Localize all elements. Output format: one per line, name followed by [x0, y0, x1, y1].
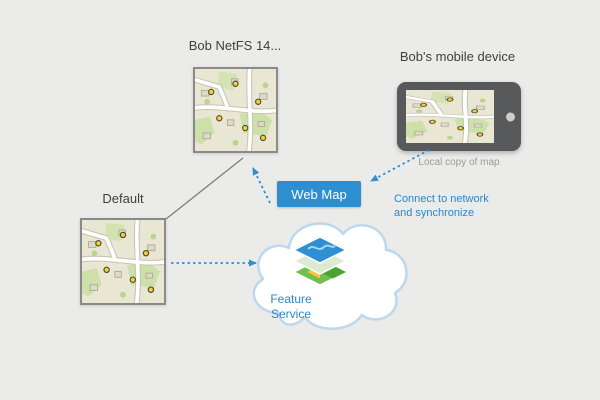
map-thumbnail-netfs	[193, 67, 278, 153]
map-thumbnail-default	[80, 218, 166, 305]
web-map-badge: Web Map	[277, 181, 361, 207]
label-bob-netfs: Bob NetFS 14...	[188, 38, 282, 53]
label-connect-sync: Connect to network and synchronize	[394, 192, 506, 220]
tablet-home-button	[506, 112, 515, 121]
map-thumbnail-tablet	[406, 90, 494, 143]
arrow-webmap-to-netfs	[252, 167, 271, 204]
line-default-to-netfs	[165, 157, 244, 220]
connect-sync-line1: Connect to network	[394, 193, 489, 205]
label-mobile-device: Bob's mobile device	[399, 49, 516, 64]
feature-service-layers-icon	[292, 236, 348, 286]
label-feature-service: Feature Service	[251, 292, 331, 322]
map-default-image	[82, 220, 164, 303]
tablet-screen	[406, 90, 494, 143]
feature-service-line2: Service	[270, 307, 311, 321]
map-netfs-image	[195, 69, 276, 151]
feature-service-line1: Feature	[270, 292, 312, 306]
label-default: Default	[102, 191, 144, 206]
label-local-copy: Local copy of map	[418, 157, 500, 168]
connect-sync-line2: and synchronize	[394, 207, 475, 219]
tablet-device	[397, 82, 521, 151]
